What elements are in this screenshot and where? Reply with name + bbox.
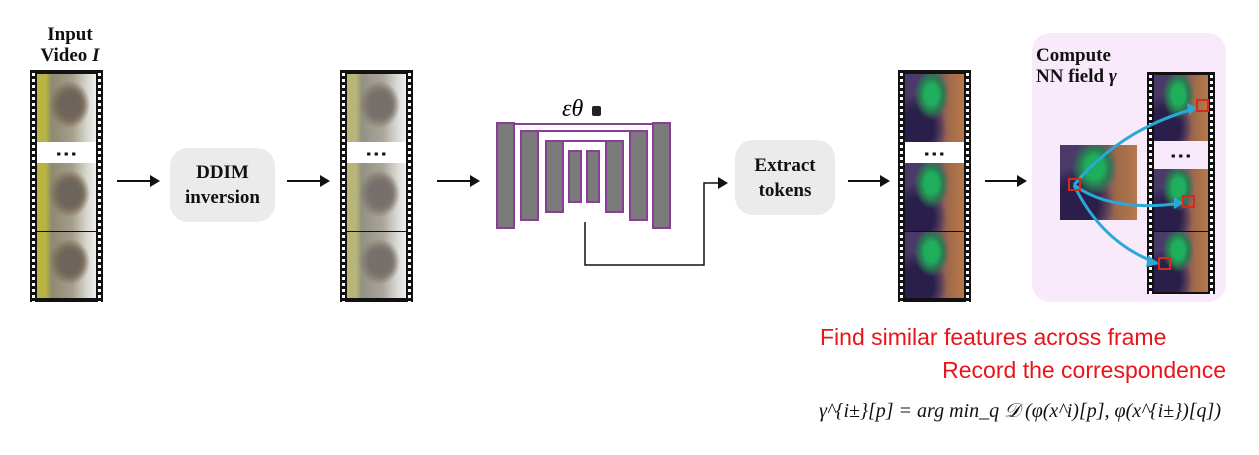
ellipsis: ⋮ [347, 142, 406, 163]
annotation-line2: Record the correspondence [942, 357, 1226, 383]
input-video-label: Input Video I [20, 24, 120, 66]
video-frame [37, 232, 96, 298]
unet-block [652, 122, 671, 229]
query-feature-map [1060, 145, 1137, 220]
inverted-latents-filmstrip: ⋮ [340, 70, 413, 302]
unet-block [605, 140, 624, 213]
feature-frame [905, 232, 964, 298]
formula-text: γ^{i±}[p] = arg min_q 𝒟 (φ(x^i)[p], φ(x^… [819, 400, 1221, 422]
latent-frame [347, 232, 406, 298]
video-frame [37, 74, 96, 142]
video-frame [37, 163, 96, 231]
unet-block [545, 140, 564, 213]
input-video-filmstrip: ⋮ [30, 70, 103, 302]
match-marker [1196, 99, 1209, 112]
ddim-line2: inversion [185, 187, 260, 208]
match-marker [1182, 195, 1195, 208]
feature-frame [1154, 232, 1208, 292]
latent-frame [347, 163, 406, 231]
nn-field-label: Compute NN field γ [1036, 45, 1117, 87]
feature-frame [905, 163, 964, 231]
nn-line1: Compute [1036, 45, 1111, 66]
extract-line1: Extract [754, 154, 816, 176]
nn-field-formula: γ^{i±}[p] = arg min_q 𝒟 (φ(x^i)[p], φ(x^… [819, 400, 1221, 423]
lock-icon [592, 106, 601, 116]
ddim-inversion-box: DDIM inversion [170, 148, 275, 222]
input-label-var: I [92, 45, 100, 66]
feature-frame [1154, 75, 1208, 141]
correspondence-arrows [1072, 103, 1198, 267]
query-point-marker [1068, 178, 1081, 191]
unet-block [629, 130, 648, 221]
unet-block [496, 122, 515, 229]
extract-tokens-box: Extract tokens [735, 140, 835, 215]
feature-frame [905, 74, 964, 142]
ellipsis: ⋮ [1154, 141, 1208, 169]
latent-frame [347, 74, 406, 142]
feature-tokens-filmstrip: ⋮ [898, 70, 971, 302]
nn-field-panel: Compute NN field γ ⋮ [1032, 33, 1226, 302]
ddim-line1: DDIM [196, 162, 249, 183]
unet-block [520, 130, 539, 221]
feature-frame [1154, 169, 1208, 231]
ellipsis: ⋮ [905, 142, 964, 163]
annotation-line1: Find similar features across frame [820, 324, 1167, 350]
nn-line2: NN field [1036, 66, 1105, 87]
nn-var: γ [1108, 66, 1117, 87]
unet-block [568, 150, 582, 203]
unet-block [586, 150, 600, 203]
input-label-line1: Input [47, 24, 93, 45]
unet-label: εθ [562, 96, 584, 122]
extract-line2: tokens [758, 179, 812, 201]
input-label-line2: Video [40, 45, 88, 66]
match-marker [1158, 257, 1171, 270]
ellipsis: ⋮ [37, 142, 96, 163]
